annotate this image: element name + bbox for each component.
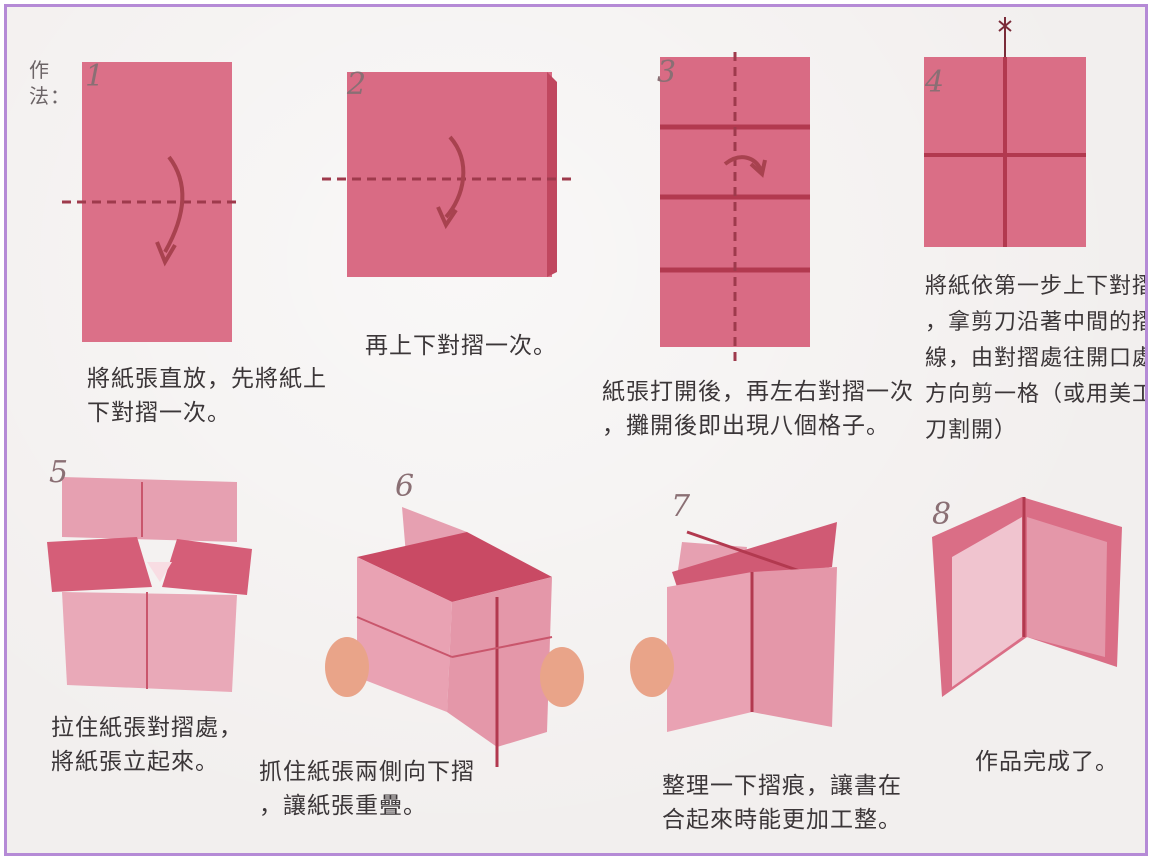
step-7-number: 7 [671,489,691,524]
step-5-number: 5 [49,455,69,490]
step-8-text: 作品完成了。 [975,749,1119,775]
step-6-illustration [325,507,584,767]
step-4-number: 4 [925,65,945,100]
step-8-number: 8 [932,497,952,532]
step-1-text: 將紙張直放，先將紙上 下對摺一次。 [87,366,327,426]
method-label: 作法： [29,58,71,108]
step-7-text: 整理一下摺痕，讓書在 合起來時能更加工整。 [662,773,902,833]
step-4-text: 將紙依第一步上下對摺 ，拿剪刀沿著中間的摺 線，由對摺處往開口處 方向剪一格（或… [925,274,1148,443]
step-2-illustration [322,72,572,277]
step-5-text: 拉住紙張對摺處， 將紙張立起來。 [51,715,243,775]
step-2-text: 再上下對摺一次。 [365,333,557,359]
step-4-illustration [924,17,1086,247]
step-3-text: 紙張打開後，再左右對摺一次 ，攤開後即出現八個格子。 [602,379,914,439]
step-2-number: 2 [347,67,367,102]
step-5-illustration [47,477,252,692]
step-7-illustration [630,522,837,732]
step-6-text: 抓住紙張兩側向下摺 ，讓紙張重疊。 [259,759,475,819]
step-3-number: 3 [657,55,677,90]
step-8-illustration [932,497,1122,697]
step-1-number: 1 [85,59,105,94]
instruction-sheet: 作法： 1 將紙張直放，先將紙上 下對摺一次。 2 再上下對摺一次。 [4,4,1148,856]
step-1-illustration [62,62,242,342]
step-3-illustration [660,52,810,362]
step-6-number: 6 [395,469,415,504]
